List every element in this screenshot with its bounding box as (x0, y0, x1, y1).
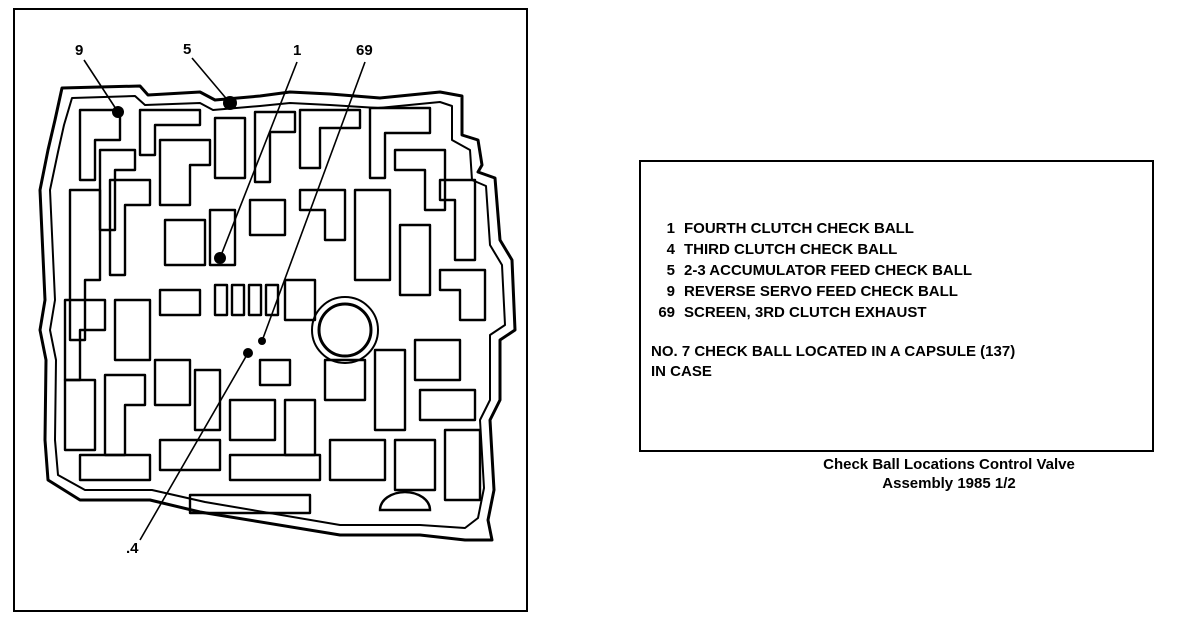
legend-item: 69 SCREEN, 3RD CLUTCH EXHAUST (645, 302, 972, 323)
callout-5: 5 (183, 41, 192, 58)
leader-1 (219, 61, 298, 259)
legend-item: 1 FOURTH CLUTCH CHECK BALL (645, 218, 972, 239)
legend-item-number: 4 (666, 241, 675, 258)
leader-5 (191, 57, 231, 104)
legend-item: 9 REVERSE SERVO FEED CHECK BALL (645, 281, 972, 302)
legend-item-text: REVERSE SERVO FEED CHECK BALL (684, 283, 958, 300)
legend-item-text: SCREEN, 3RD CLUTCH EXHAUST (684, 304, 927, 321)
callout-69: 69 (356, 42, 373, 59)
legend-item-text: THIRD CLUTCH CHECK BALL (684, 241, 898, 258)
legend-note: NO. 7 CHECK BALL LOCATED IN A CAPSULE (1… (651, 342, 1015, 382)
callout-1: 1 (293, 42, 302, 59)
callout-4: .4 (126, 540, 139, 557)
callout-9: 9 (75, 42, 84, 59)
legend-item: 5 2-3 ACCUMULATOR FEED CHECK BALL (645, 260, 972, 281)
figure-caption: Check Ball Locations Control Valve Assem… (790, 455, 1108, 493)
caption-line2: Assembly 1985 1/2 (882, 475, 1016, 492)
legend-item: 4 THIRD CLUTCH CHECK BALL (645, 239, 972, 260)
legend-item-text: FOURTH CLUTCH CHECK BALL (684, 220, 914, 237)
diagram-frame (13, 8, 528, 612)
legend-note-line1: NO. 7 CHECK BALL LOCATED IN A CAPSULE (1… (651, 343, 1016, 360)
caption-line1: Check Ball Locations Control Valve (823, 456, 1075, 473)
large-bore (317, 302, 373, 358)
legend-item-number: 5 (666, 262, 675, 279)
plate-inner-outline (49, 95, 506, 529)
legend-item-text: 2-3 ACCUMULATOR FEED CHECK BALL (684, 262, 973, 279)
leader-69 (261, 61, 366, 342)
leader-9 (83, 59, 119, 113)
legend-item-number: 9 (666, 283, 675, 300)
leader-4 (139, 352, 249, 541)
legend-item-number: 69 (658, 304, 675, 321)
plate-outline (38, 84, 517, 542)
legend-note-line2: IN CASE (651, 363, 712, 380)
legend-list: 1 FOURTH CLUTCH CHECK BALL 4 THIRD CLUTCH … (645, 218, 972, 323)
legend-box (639, 160, 1154, 452)
legend-item-number: 1 (666, 220, 675, 237)
